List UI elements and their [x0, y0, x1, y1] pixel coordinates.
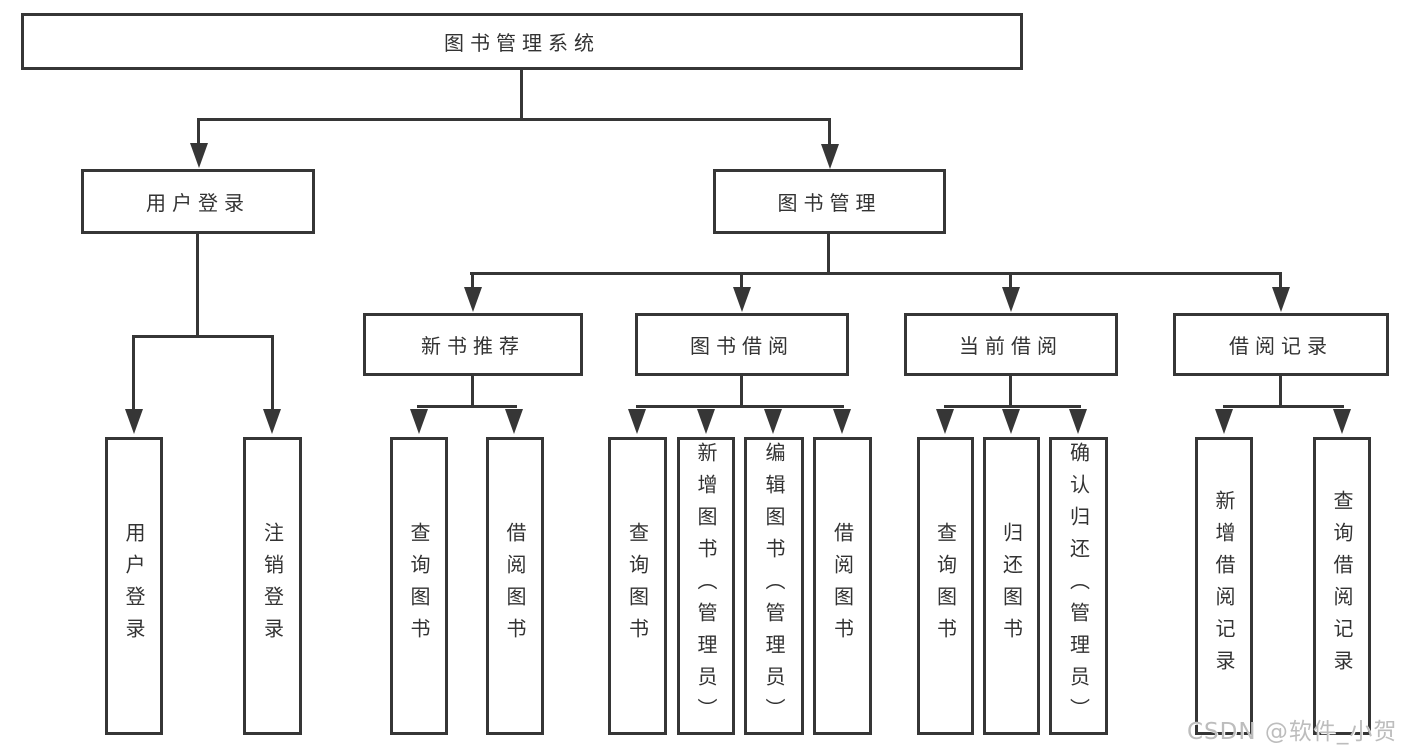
- node-new-book-recommend: 新书推荐: [363, 313, 583, 376]
- connector-line: [1223, 405, 1344, 408]
- arrow-down-icon: [628, 409, 646, 434]
- connector-line: [1279, 375, 1282, 407]
- connector-line: [417, 405, 517, 408]
- connector-line: [197, 120, 200, 148]
- leaf-borrow-books: 借阅图书: [813, 437, 872, 735]
- leaf-return-books: 归还图书: [983, 437, 1040, 735]
- arrow-down-icon: [1215, 409, 1233, 434]
- connector-line: [636, 405, 844, 408]
- arrow-down-icon: [1333, 409, 1351, 434]
- arrow-down-icon: [733, 287, 751, 312]
- connector-line: [520, 69, 523, 121]
- leaf-logout: 注销登录: [243, 437, 302, 735]
- arrow-down-icon: [1002, 409, 1020, 434]
- node-user-login: 用户登录: [81, 169, 315, 234]
- connector-line: [1009, 375, 1012, 407]
- arrow-down-icon: [1272, 287, 1290, 312]
- leaf-edit-books-admin: 编辑图书（管理员）: [744, 437, 804, 735]
- arrow-down-icon: [1069, 409, 1087, 434]
- node-current-borrow: 当前借阅: [904, 313, 1118, 376]
- arrow-down-icon: [764, 409, 782, 434]
- arrow-down-icon: [821, 144, 839, 169]
- connector-line: [471, 274, 474, 288]
- arrow-down-icon: [190, 143, 208, 168]
- arrow-down-icon: [125, 409, 143, 434]
- connector-line: [1279, 274, 1282, 288]
- connector-line: [740, 274, 743, 288]
- connector-line: [271, 337, 274, 411]
- connector-line: [828, 120, 831, 148]
- connector-line: [196, 234, 199, 337]
- node-root-library-system: 图书管理系统: [21, 13, 1023, 70]
- leaf-query-books-recommend: 查询图书: [390, 437, 448, 735]
- node-borrow-records: 借阅记录: [1173, 313, 1389, 376]
- connector-line: [944, 405, 1081, 408]
- connector-line: [132, 335, 274, 338]
- connector-line: [827, 234, 830, 274]
- arrow-down-icon: [263, 409, 281, 434]
- leaf-query-borrow-record: 查询借阅记录: [1313, 437, 1371, 735]
- connector-line: [197, 118, 831, 121]
- leaf-query-books-borrow: 查询图书: [608, 437, 667, 735]
- leaf-borrow-books-recommend: 借阅图书: [486, 437, 544, 735]
- leaf-add-borrow-record: 新增借阅记录: [1195, 437, 1253, 735]
- arrow-down-icon: [464, 287, 482, 312]
- node-book-management: 图书管理: [713, 169, 946, 234]
- leaf-user-login: 用户登录: [105, 437, 163, 735]
- leaf-query-books-current: 查询图书: [917, 437, 974, 735]
- leaf-confirm-return-admin: 确认归还（管理员）: [1049, 437, 1108, 735]
- arrow-down-icon: [833, 409, 851, 434]
- node-book-borrow: 图书借阅: [635, 313, 849, 376]
- csdn-watermark: CSDN @软件_小贺同学: [1187, 719, 1398, 745]
- connector-line: [1009, 274, 1012, 288]
- connector-line: [740, 375, 743, 407]
- connector-line: [132, 337, 135, 411]
- arrow-down-icon: [410, 409, 428, 434]
- connector-line: [471, 375, 474, 407]
- connector-line: [470, 272, 1282, 275]
- arrow-down-icon: [697, 409, 715, 434]
- arrow-down-icon: [1002, 287, 1020, 312]
- arrow-down-icon: [505, 409, 523, 434]
- leaf-add-books-admin: 新增图书（管理员）: [677, 437, 735, 735]
- arrow-down-icon: [936, 409, 954, 434]
